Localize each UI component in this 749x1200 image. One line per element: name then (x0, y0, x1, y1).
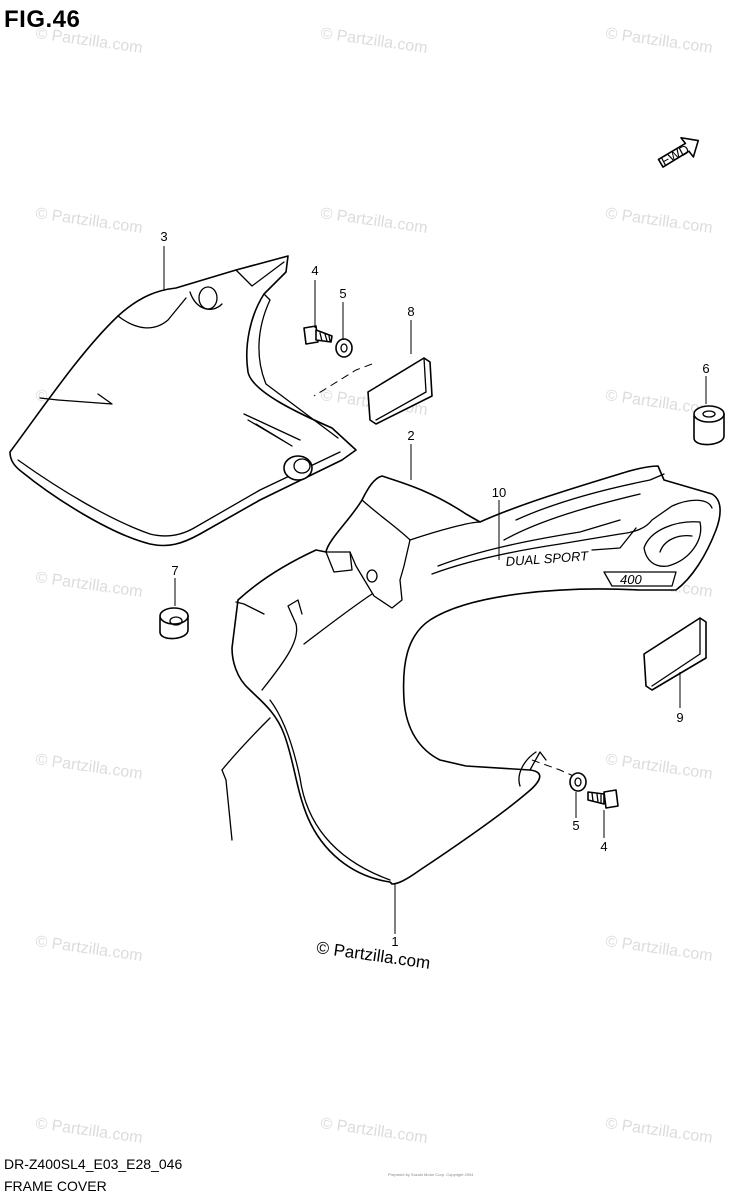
callout-6: 6 (702, 361, 709, 376)
callout-3: 3 (160, 229, 167, 244)
watermark-text: © Partzilla.com (34, 751, 143, 783)
callout-5-upper: 5 (339, 286, 346, 301)
watermark-text: © Partzilla.com (319, 205, 428, 237)
watermark-text: © Partzilla.com (604, 25, 713, 57)
bolt-upper-part (303, 325, 333, 345)
assembly-line-upper (313, 363, 373, 397)
grommet-left-part (159, 607, 189, 640)
model-code: DR-Z400SL4_E03_E28_046 (4, 1156, 183, 1172)
fwd-label: FWD (658, 142, 691, 169)
bolt-lower-part (587, 789, 619, 809)
frame-cover-upper-part (9, 255, 357, 547)
callout-9: 9 (676, 710, 683, 725)
callout-4-lower: 4 (600, 839, 607, 854)
watermark-text: © Partzilla.com (604, 933, 713, 965)
watermark-text: © Partzilla.com (34, 933, 143, 965)
pad-upper-part (367, 357, 433, 425)
watermark-text: © Partzilla.com (604, 205, 713, 237)
pad-lower-part (643, 617, 707, 691)
watermark-text: © Partzilla.com (34, 1115, 143, 1147)
callout-5-lower: 5 (572, 818, 579, 833)
callout-4-upper: 4 (311, 263, 318, 278)
figure-title: FIG.46 (4, 6, 81, 33)
callout-1: 1 (391, 934, 398, 949)
watermark-text: © Partzilla.com (34, 25, 143, 57)
callout-10: 10 (492, 485, 506, 500)
fine-print: Prepared by Suzuki Motor Corp. Copyright… (388, 1172, 474, 1177)
decal-stripe-part: DUAL SPORT 400 (431, 473, 713, 587)
grommet-right-part (693, 405, 725, 446)
callout-labels: 3 4 5 8 6 2 10 7 9 5 4 1 (160, 229, 709, 949)
callout-8: 8 (407, 304, 414, 319)
decal-text-line2: 400 (620, 572, 642, 587)
decal-text-line1: DUAL SPORT (505, 548, 590, 569)
washer-lower-part (569, 772, 587, 792)
watermark-text: © Partzilla.com (319, 1115, 428, 1147)
watermark-text: © Partzilla.com (34, 569, 143, 601)
fwd-arrow-icon: FWD (657, 136, 700, 169)
section-title: FRAME COVER (4, 1178, 107, 1194)
watermark-text: © Partzilla.com (319, 25, 428, 57)
callout-2: 2 (407, 428, 414, 443)
watermark-text: © Partzilla.com (34, 205, 143, 237)
callout-7: 7 (171, 563, 178, 578)
watermark-text: © Partzilla.com (604, 751, 713, 783)
frame-cover-main-part (221, 465, 721, 885)
watermark-text: © Partzilla.com (604, 1115, 713, 1147)
washer-upper-part (335, 338, 353, 358)
callout-leader-lines (163, 246, 707, 934)
